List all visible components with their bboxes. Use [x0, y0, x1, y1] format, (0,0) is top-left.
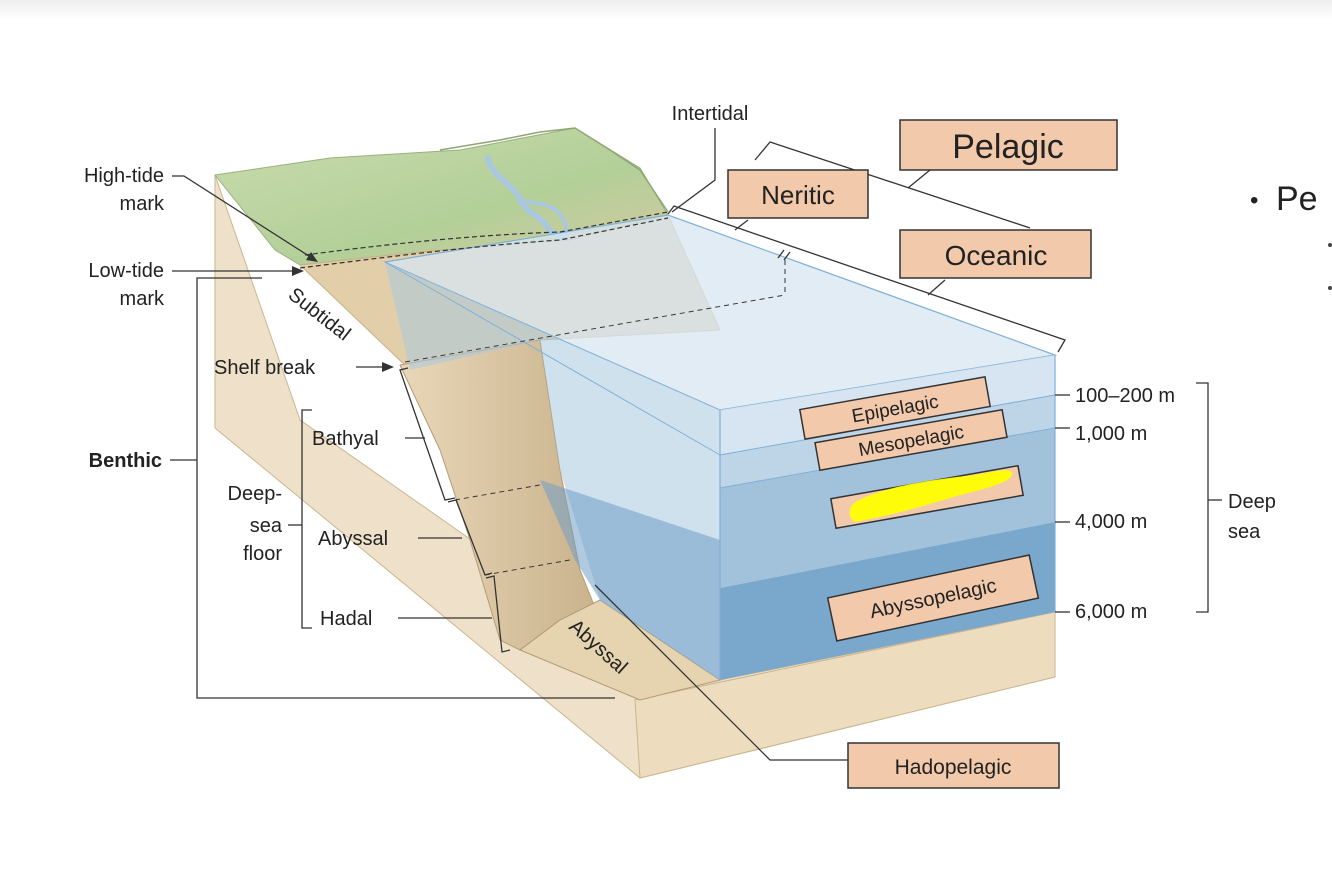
- shelf-break-arrowhead: [382, 362, 394, 372]
- pelagic-leader: [907, 169, 931, 189]
- yellow-highlight-mark: [849, 470, 1012, 522]
- bullet-item: • Pe: [1250, 180, 1318, 219]
- neritic-oceanic-bracket: [667, 205, 1066, 353]
- hadal-text: Hadal: [320, 608, 372, 630]
- oceanic-leader: [927, 279, 946, 296]
- low-tide-text-1: Low-tide: [88, 260, 164, 282]
- high-tide-arrow-line: [172, 175, 313, 259]
- low-tide-arrowhead: [292, 266, 304, 276]
- deep-sea-floor-text-1: Deep-: [228, 483, 282, 505]
- deep-sea-floor-text-2: sea: [250, 515, 283, 537]
- hadal-bracket: [485, 575, 511, 653]
- block-front-face: [634, 611, 1056, 779]
- hadopelagic-label: Hadopelagic: [847, 742, 1060, 789]
- bathyal-text: Bathyal: [312, 428, 379, 450]
- deep-sea-text-1: Deep: [1228, 491, 1276, 513]
- hadopelagic-text: Hadopelagic: [895, 756, 1012, 779]
- neritic-text: Neritic: [761, 180, 835, 210]
- high-tide-text-2: mark: [120, 193, 165, 215]
- high-tide-text-1: High-tide: [84, 165, 164, 187]
- depth-4000-text: 4,000 m: [1075, 511, 1147, 533]
- deep-sea-floor-bracket: [301, 409, 312, 629]
- pelagic-label: Pelagic: [899, 119, 1118, 171]
- window-top-bar: [0, 0, 1332, 20]
- low-tide-text-2: mark: [120, 288, 165, 310]
- deep-sea-bracket: [1196, 382, 1209, 613]
- high-tide-arrowhead: [306, 252, 318, 262]
- benthic-bracket: [196, 277, 615, 699]
- benthic-text: Benthic: [89, 450, 162, 472]
- deep-sea-text-2: sea: [1228, 521, 1261, 543]
- intertidal-leader: [671, 128, 716, 213]
- shelf-break-line: [404, 294, 786, 363]
- bullet-symbol: •: [1250, 187, 1259, 215]
- low-tide-line: [299, 217, 669, 269]
- bullet-text: Pe: [1276, 180, 1318, 218]
- water-side-deep: [540, 480, 720, 680]
- depth-1000-text: 1,000 m: [1075, 423, 1147, 445]
- river-branch: [518, 198, 569, 240]
- intertidal-text: Intertidal: [672, 103, 749, 125]
- bracket-tick-2: [783, 251, 791, 261]
- oceanic-label: Oceanic: [899, 229, 1092, 279]
- pelagic-bracket: [754, 141, 1031, 229]
- slide-bullet-list: • Pe: [1250, 180, 1332, 310]
- hadopelagic-leader: [594, 584, 848, 761]
- neritic-label: Neritic: [727, 169, 869, 219]
- mountain-ridge: [439, 127, 669, 213]
- bathypelagic-label-redacted: [829, 464, 1025, 530]
- depth-6000-text: 6,000 m: [1075, 601, 1147, 623]
- high-tide-line: [304, 211, 669, 256]
- layer-line-side-1: [384, 261, 721, 456]
- shelf-break-text: Shelf break: [214, 357, 316, 379]
- bracket-tick-1: [777, 249, 785, 259]
- deep-sea-floor-text-3: floor: [243, 543, 282, 565]
- sub-bullet-dot: [1328, 286, 1332, 290]
- sub-bullet-dot: [1328, 243, 1332, 247]
- oceanic-text: Oceanic: [945, 240, 1048, 271]
- abyssal-bracket: [447, 499, 493, 576]
- abyssal-text: Abyssal: [318, 528, 388, 550]
- pelagic-text: Pelagic: [952, 128, 1064, 166]
- neritic-leader: [734, 219, 749, 231]
- bathyal-bracket: [399, 367, 456, 501]
- depth-100-200-text: 100–200 m: [1075, 385, 1175, 407]
